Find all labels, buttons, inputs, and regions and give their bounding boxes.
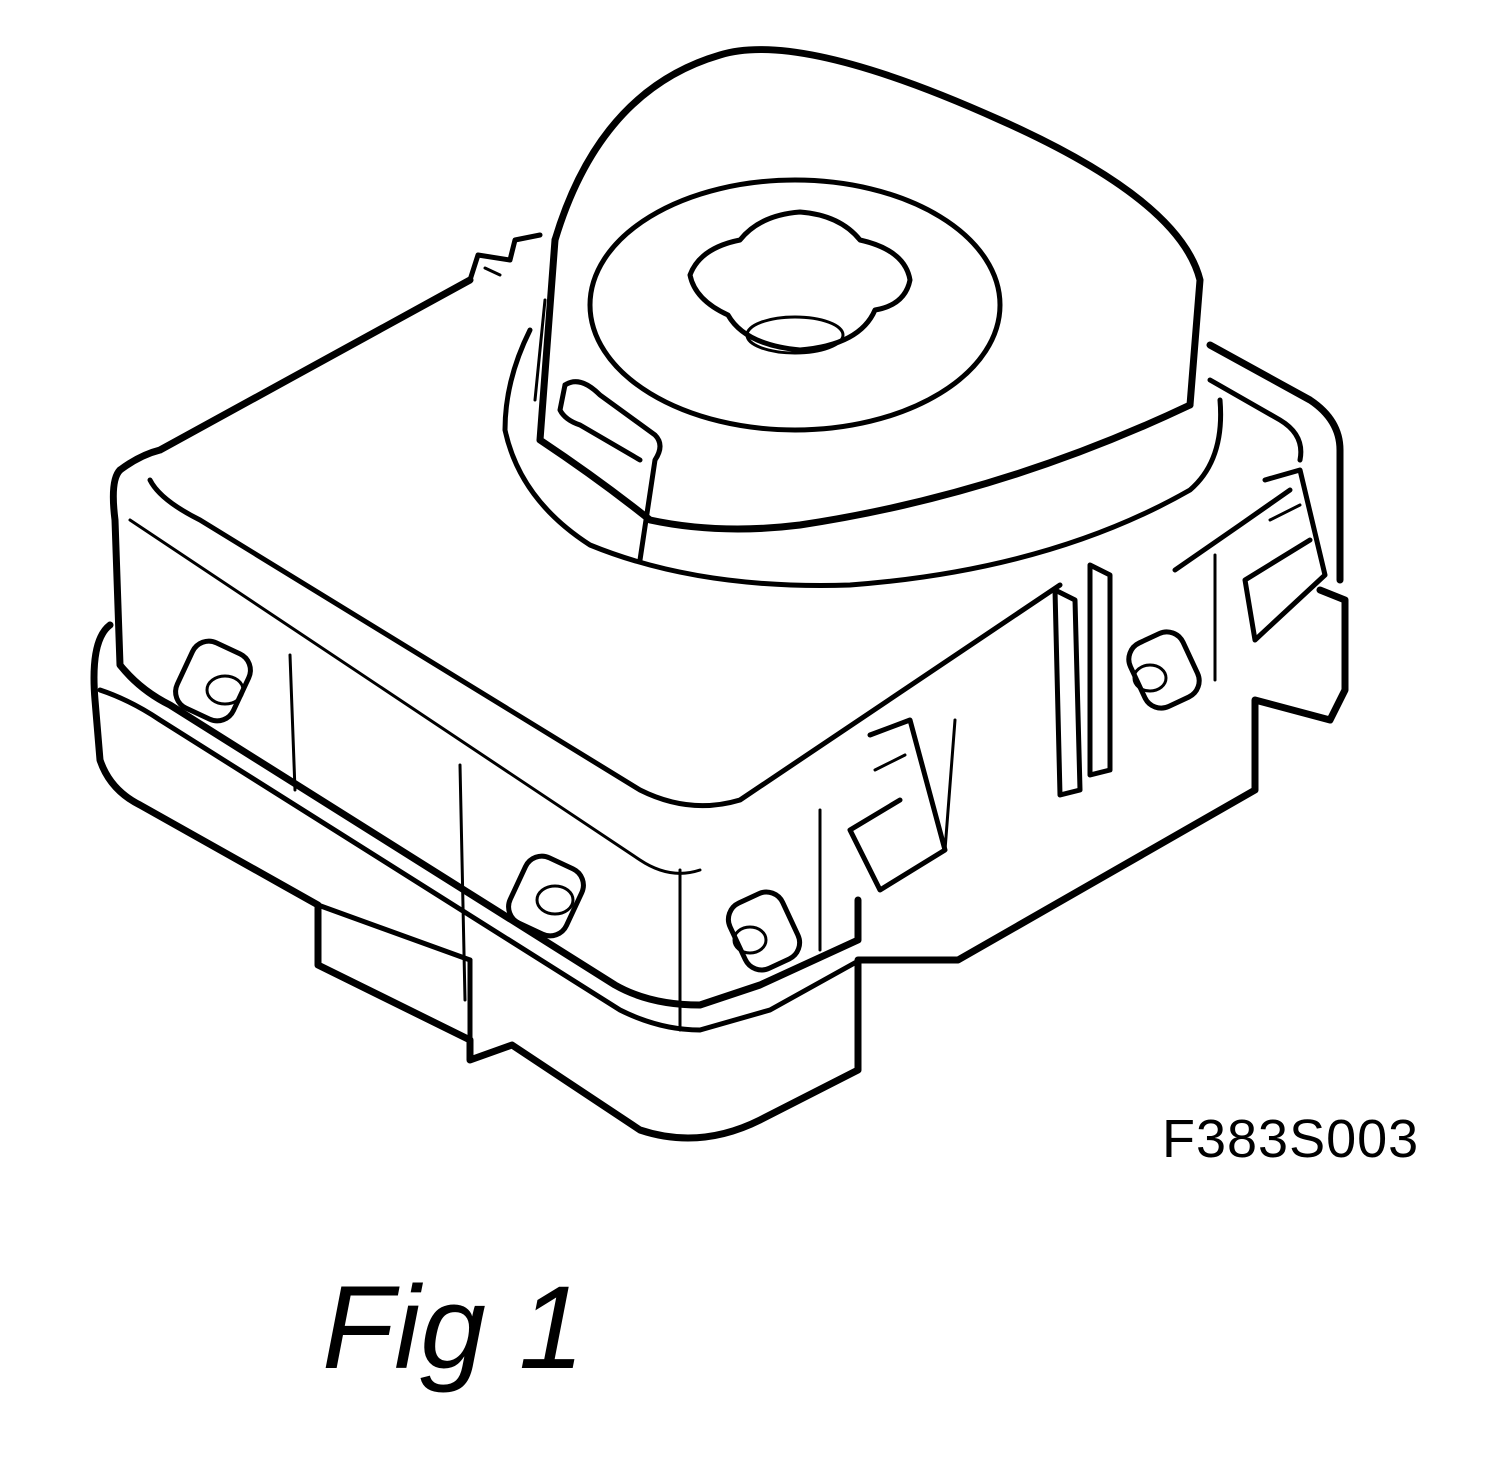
screw-slot-4 (1126, 629, 1202, 711)
latch-clip-left (847, 717, 948, 893)
base-plate (90, 586, 1349, 1142)
keyed-bore (687, 209, 913, 355)
knob-grip-tab (557, 379, 663, 563)
figure-caption: Fig 1 (322, 1262, 585, 1394)
connector-notch (467, 232, 543, 283)
screw-slot-3 (725, 889, 803, 973)
figure-reference-code: F383S003 (1162, 1109, 1420, 1169)
knob-ring (587, 177, 1003, 433)
rotary-knob-collar (502, 46, 1224, 588)
main-housing (109, 276, 1344, 1032)
screw-slot-1 (173, 638, 253, 724)
center-rib (1052, 562, 1113, 798)
latch-clip-right (1242, 467, 1328, 643)
screw-slot-2 (506, 853, 586, 939)
